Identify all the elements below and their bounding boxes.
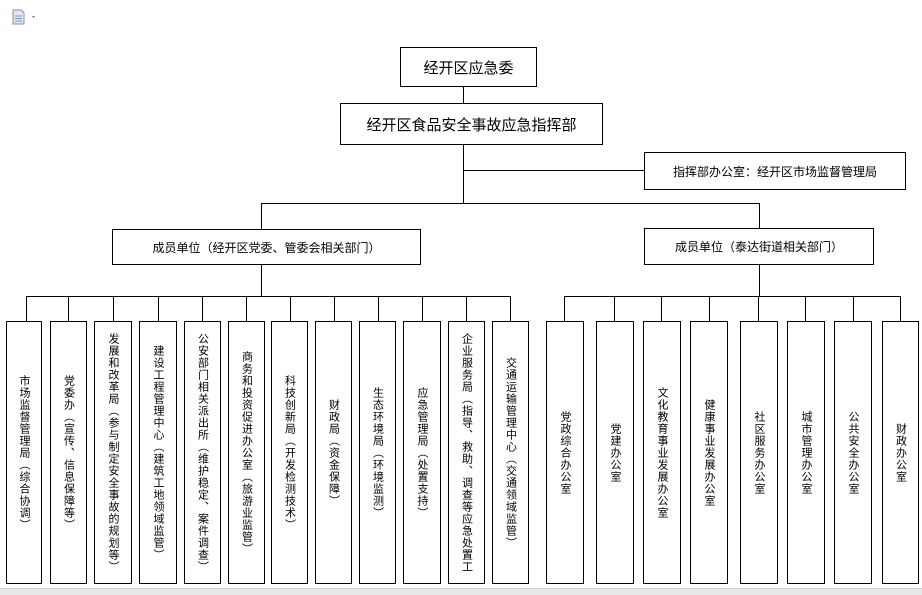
emergency-committee-label: 经开区应急委 (423, 58, 514, 77)
chevron-down-icon (32, 16, 35, 18)
unit-box: 党政综合办公室 (546, 321, 584, 584)
connector (463, 170, 644, 171)
connector (202, 296, 203, 321)
unit-label: 商务和投资促进办公室（旅游业监管） (240, 350, 254, 555)
connector (614, 296, 615, 321)
unit-label: 发展和改革局（参与制定安全事故的规划等） (107, 332, 120, 573)
unit-box: 财政办公室 (882, 321, 919, 584)
unit-label: 公安部门相关派出所（维护稳定、案件调查） (196, 332, 210, 573)
unit-box: 生态环境局（环境监测） (359, 321, 396, 584)
connector (759, 203, 760, 228)
unit-box: 财政局（资金保障） (315, 321, 352, 584)
connector (261, 203, 760, 204)
unit-label: 企业服务局（指导、救助、调查等应急处置工 (460, 332, 474, 573)
document-icon[interactable] (12, 9, 38, 25)
unit-label: 党政综合办公室 (559, 410, 572, 495)
unit-box: 建设工程管理中心（建筑工地领域监管） (139, 321, 177, 584)
connector (378, 296, 379, 321)
member-group-right-box: 成员单位（泰达街道相关部门） (644, 228, 874, 265)
member-group-left-label: 成员单位（经开区党委、管委会相关部门） (152, 240, 381, 255)
command-center-label: 经开区食品安全事故应急指挥部 (366, 115, 577, 134)
unit-box: 应急管理局（处置支持） (403, 321, 441, 584)
connector (564, 296, 565, 321)
unit-box: 公共安全办公室 (834, 321, 872, 584)
connector (334, 296, 335, 321)
unit-box: 企业服务局（指导、救助、调查等应急处置工 (448, 321, 485, 584)
unit-label: 建设工程管理中心（建筑工地领域监管） (152, 344, 165, 561)
member-group-right-label: 成员单位（泰达街道相关部门） (674, 240, 843, 254)
unit-box: 商务和投资促进办公室（旅游业监管） (228, 321, 265, 584)
connector (261, 203, 262, 229)
connector (463, 86, 464, 103)
connector (466, 296, 467, 321)
connector (709, 296, 710, 321)
unit-label: 财政局（资金保障） (327, 398, 341, 507)
unit-label: 城市管理办公室 (800, 410, 813, 495)
emergency-committee-box: 经开区应急委 (400, 47, 537, 87)
connector (853, 296, 854, 321)
unit-label: 生态环境局（环境监测） (371, 386, 385, 519)
unit-box: 发展和改革局（参与制定安全事故的规划等） (94, 321, 132, 584)
unit-box: 文化教育事业发展办公室 (643, 321, 681, 584)
connector (510, 296, 511, 321)
unit-box: 党委办（宣传、信息保障等） (50, 321, 87, 584)
connector (661, 296, 662, 321)
unit-label: 社区服务办公室 (753, 410, 766, 495)
unit-label: 财政办公室 (894, 422, 908, 483)
connector (246, 296, 247, 321)
unit-box: 健康事业发展办公室 (690, 321, 728, 584)
unit-label: 文化教育事业发展办公室 (656, 386, 669, 519)
unit-label: 健康事业发展办公室 (703, 398, 716, 507)
connector (68, 296, 69, 321)
connector (113, 296, 114, 321)
connector (758, 296, 759, 321)
unit-label: 党委办（宣传、信息保障等） (62, 374, 76, 531)
office-label: 指挥部办公室：经开区市场监督管理局 (672, 164, 877, 179)
unit-box: 城市管理办公室 (787, 321, 825, 584)
unit-box: 交通运输管理中心（交通领域监管） (492, 321, 529, 584)
member-group-left-box: 成员单位（经开区党委、管委会相关部门） (112, 229, 421, 265)
unit-label: 科技创新局（开发检测技术） (283, 374, 297, 531)
unit-label: 党建办公室 (609, 422, 622, 483)
unit-box: 党建办公室 (596, 321, 634, 584)
connector (158, 296, 159, 321)
office-box: 指挥部办公室：经开区市场监督管理局 (644, 152, 906, 190)
connector (564, 296, 900, 297)
connector (805, 296, 806, 321)
unit-box: 社区服务办公室 (740, 321, 778, 584)
command-center-box: 经开区食品安全事故应急指挥部 (340, 103, 603, 145)
unit-label: 交通运输管理中心（交通领域监管） (504, 356, 518, 549)
connector (422, 296, 423, 321)
unit-box: 市场监督管理局（综合协调） (6, 321, 42, 584)
unit-box: 公安部门相关派出所（维护稳定、案件调查） (184, 321, 221, 584)
horizontal-scrollbar[interactable] (0, 588, 922, 595)
connector (290, 296, 291, 321)
unit-label: 公共安全办公室 (847, 410, 860, 495)
connector (463, 145, 464, 203)
unit-box: 科技创新局（开发检测技术） (271, 321, 308, 584)
connector (759, 265, 760, 296)
unit-label: 应急管理局（处置支持） (416, 386, 429, 519)
connector (900, 296, 901, 321)
unit-label: 市场监督管理局（综合协调） (18, 374, 31, 531)
connector (26, 296, 511, 297)
connector (261, 265, 262, 296)
connector (26, 296, 27, 321)
